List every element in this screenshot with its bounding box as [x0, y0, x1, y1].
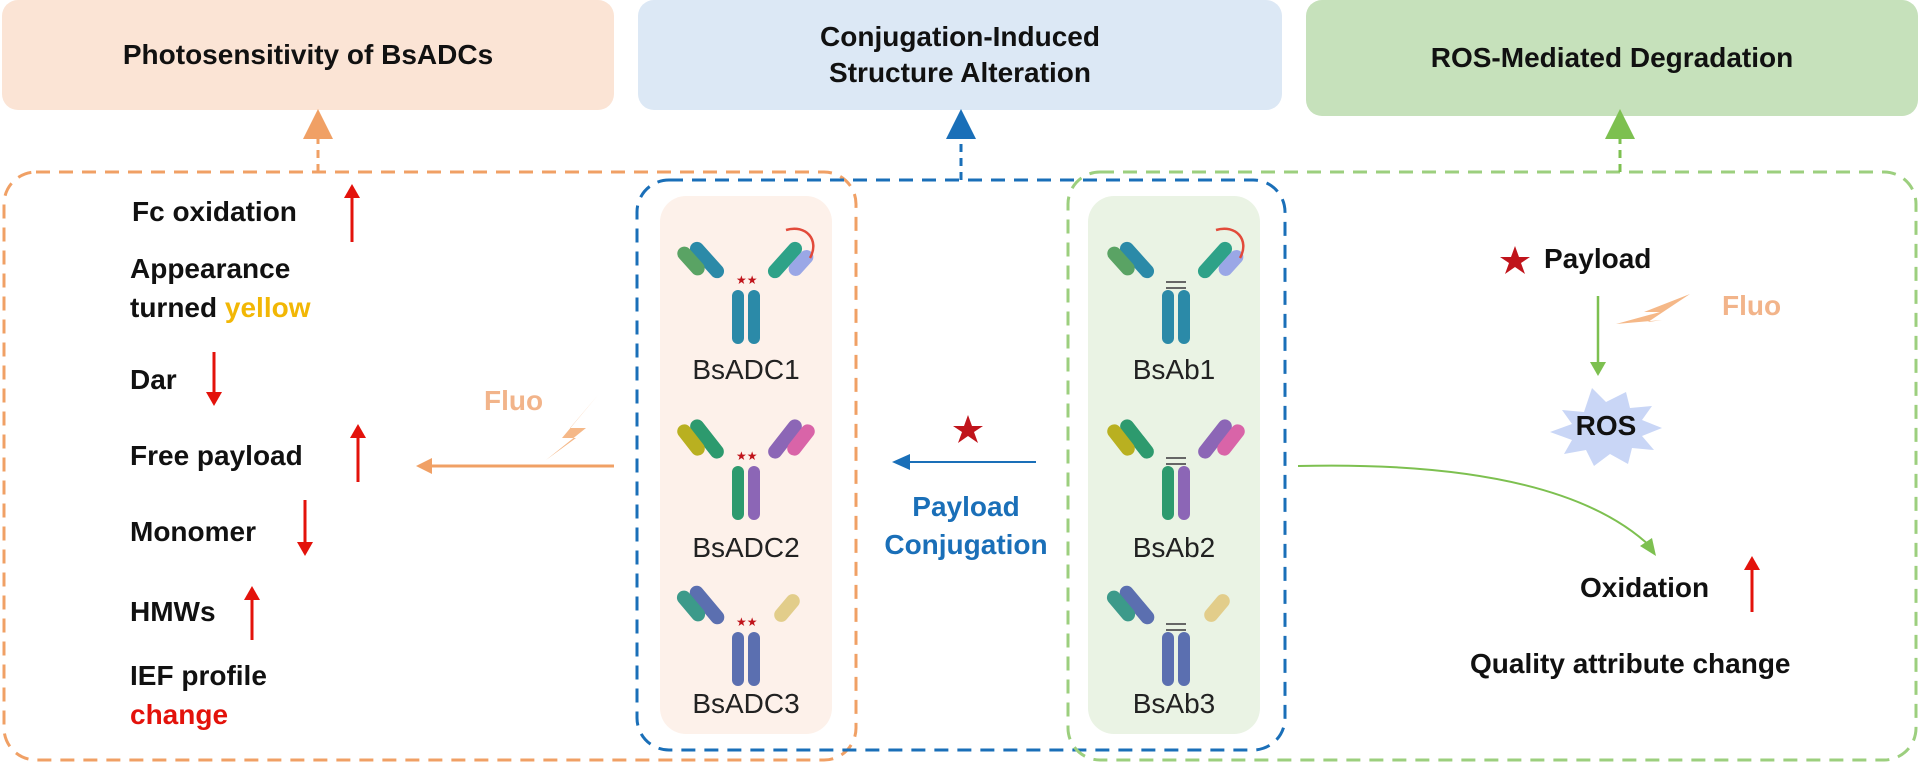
arrow-to-oxidation-head — [1640, 538, 1656, 556]
header-middle-line1: Conjugation-Induced — [820, 20, 1100, 52]
quality-change-label: Quality attribute change — [1470, 648, 1791, 679]
left-panel-frame — [2, 170, 858, 762]
appearance-turned: turned — [130, 292, 218, 323]
up-arrow-fc — [344, 184, 360, 198]
svg-text:★★: ★★ — [736, 273, 758, 287]
ief-label-line2: change — [130, 699, 229, 730]
header-middle-line2: Structure Alteration — [829, 57, 1091, 88]
down-arrow-monomer — [297, 542, 313, 556]
payload-conjugation-label: Payload Conjugation — [856, 488, 1076, 564]
header-ros: ROS-Mediated Degradation — [1306, 0, 1918, 116]
bsab2-label: BsAb2 — [1132, 532, 1216, 563]
antibody-bsadc3: ★★ — [676, 585, 800, 686]
up-arrow-hmws — [244, 586, 260, 600]
oxidation-label: Oxidation — [1580, 572, 1710, 603]
trend-arrows — [206, 184, 1760, 640]
header-right-text: ROS-Mediated Degradation — [1430, 41, 1794, 73]
antibody-bsadc1: ★★ — [677, 227, 815, 344]
bsadc3-label: BsADC3 — [692, 688, 800, 719]
fluo-label-right: Fluo — [1722, 290, 1782, 321]
appearance-label-line1: Appearance — [130, 253, 291, 284]
ros-burst — [1550, 388, 1662, 466]
header-photosensitivity: Photosensitivity of BsADCs — [2, 0, 614, 110]
arrow-payload-to-ros-head — [1590, 362, 1606, 376]
appearance-yellow: yellow — [224, 292, 311, 323]
right-panel-frame — [1066, 170, 1918, 762]
hmws-label: HMWs — [130, 596, 216, 627]
svg-text:★★: ★★ — [736, 449, 758, 463]
arrow-to-oxidation — [1297, 464, 1653, 549]
middle-panel-frame — [635, 178, 1287, 752]
ief-label-line1: IEF profile — [130, 660, 267, 691]
bsadc1-label: BsADC1 — [692, 354, 800, 385]
antibody-bsab3 — [1106, 585, 1230, 686]
conjugation-arrow-head — [892, 454, 910, 470]
header-conjugation: Conjugation-Induced Structure Alteration — [638, 0, 1282, 110]
antibody-bsab2 — [1107, 419, 1245, 520]
bsadc2-label: BsADC2 — [692, 532, 800, 563]
dar-label: Dar — [130, 364, 177, 395]
antibody-bsadc2: ★★ — [677, 419, 815, 520]
payload-conjugation-line1: Payload — [912, 491, 1020, 522]
lightning-bolt-left — [546, 395, 598, 460]
appearance-label-line2: turned yellow — [130, 292, 310, 324]
svg-text:★★: ★★ — [736, 615, 758, 629]
monomer-label: Monomer — [130, 516, 256, 547]
bsab1-label: BsAb1 — [1132, 354, 1216, 385]
fluo-label-left: Fluo — [484, 385, 544, 416]
down-arrow-dar — [206, 392, 222, 406]
payload-label: Payload — [1544, 243, 1652, 274]
free-payload-label: Free payload — [130, 440, 303, 471]
header-left-text: Photosensitivity of BsADCs — [122, 38, 494, 70]
payload-conjugation-line2: Conjugation — [884, 528, 1048, 560]
up-arrow-oxidation — [1744, 556, 1760, 570]
antibody-bsab1 — [1107, 227, 1245, 344]
up-arrow-free-payload — [350, 424, 366, 438]
ros-label: ROS — [1575, 410, 1637, 441]
arrow-to-results-head — [416, 458, 432, 474]
payload-star-middle — [953, 415, 983, 443]
payload-star-right — [1500, 246, 1530, 274]
fc-oxidation-label: Fc oxidation — [132, 196, 297, 227]
lightning-bolt-right — [1616, 294, 1690, 324]
bsab3-label: BsAb3 — [1132, 688, 1216, 719]
